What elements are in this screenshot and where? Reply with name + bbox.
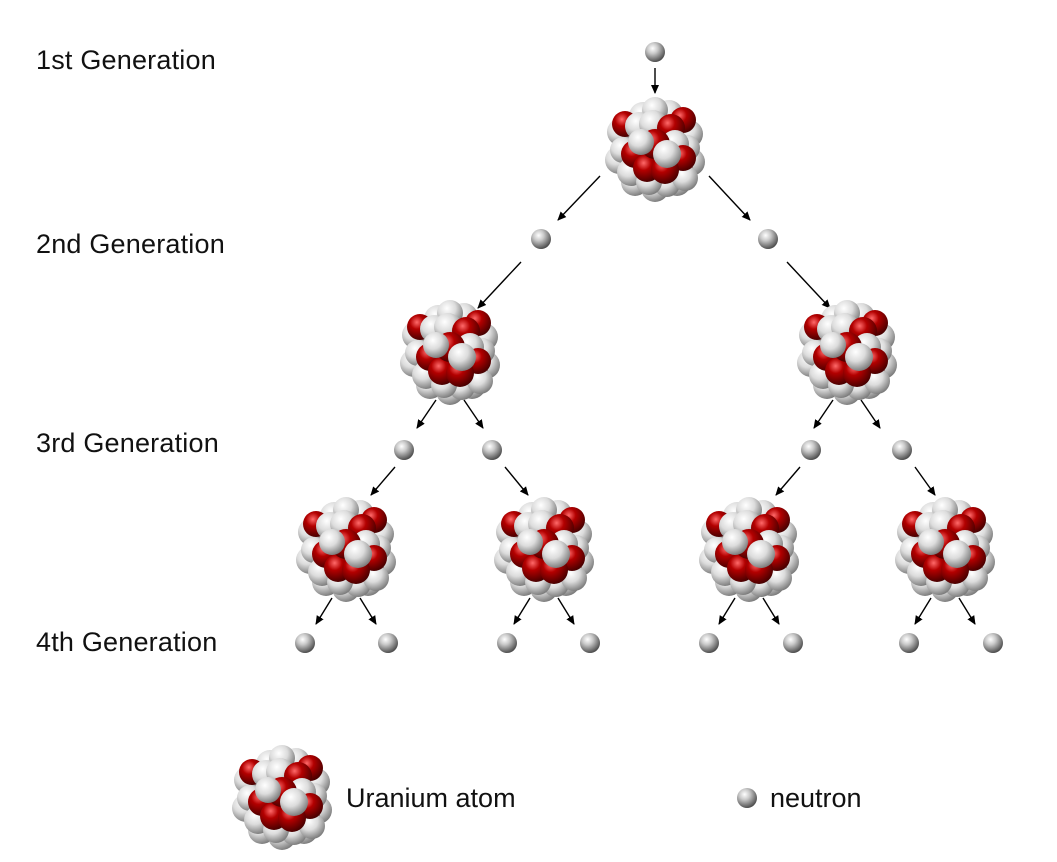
- legend-atom-icon: [232, 745, 332, 850]
- neutron-gen4-2: [378, 633, 398, 653]
- arrow-gen3-atom4-left: [914, 597, 932, 625]
- neutron-sphere: [918, 529, 944, 555]
- neutron-sphere: [448, 343, 476, 371]
- neutron-gen3-3: [801, 440, 821, 460]
- arrow-gen2-atom1-left: [416, 399, 437, 429]
- uranium-atom-gen3-3: [699, 497, 799, 602]
- neutron-sphere: [747, 540, 775, 568]
- neutron-gen2-left: [531, 229, 551, 249]
- neutron-sphere: [517, 529, 543, 555]
- arrow-gen3-1: [370, 466, 396, 496]
- arrow-gen3-atom2-right: [557, 597, 575, 625]
- neutron-gen4-8: [983, 633, 1003, 653]
- neutron-gen3-2: [482, 440, 502, 460]
- neutron-gen2-right: [758, 229, 778, 249]
- neutron-gen4-6: [783, 633, 803, 653]
- generation-label-3: 3rd Generation: [36, 428, 219, 458]
- neutron-sphere: [423, 332, 449, 358]
- uranium-atom-gen3-2: [494, 497, 594, 602]
- uranium-atom-gen2-right: [797, 300, 897, 405]
- legend-neutron-icon: [737, 788, 757, 808]
- generation-label-2: 2nd Generation: [36, 229, 225, 259]
- uranium-atom-gen3-1: [296, 497, 396, 602]
- neutron-gen4-4: [580, 633, 600, 653]
- legend-atom-label: Uranium atom: [346, 783, 516, 813]
- generation-label-4: 4th Generation: [36, 627, 218, 657]
- uranium-atom-gen1: [605, 97, 705, 202]
- arrow-gen3-3: [775, 466, 801, 496]
- neutron-gen4-7: [899, 633, 919, 653]
- arrow-gen3-atom2-left: [513, 597, 531, 625]
- arrow-gen2-left: [477, 261, 522, 309]
- arrow-gen2-right: [786, 261, 831, 309]
- neutron-gen3-1: [394, 440, 414, 460]
- arrow-gen3-atom4-right: [958, 597, 976, 625]
- arrow-gen1-right: [708, 175, 751, 221]
- arrow-gen3-atom3-left: [718, 597, 736, 625]
- arrow-gen2-atom2-left: [813, 399, 834, 429]
- neutron-gen3-4: [892, 440, 912, 460]
- neutron-sphere: [542, 540, 570, 568]
- neutron-gen4-5: [699, 633, 719, 653]
- uranium-atom-gen2-left: [400, 300, 500, 405]
- neutron-sphere: [722, 529, 748, 555]
- neutron-sphere: [845, 343, 873, 371]
- arrows-layer: [315, 68, 976, 625]
- arrow-gen3-atom1-right: [359, 597, 377, 625]
- generation-label-1: 1st Generation: [36, 45, 216, 75]
- neutron-sphere: [943, 540, 971, 568]
- neutron-gen4-1: [295, 633, 315, 653]
- neutron-gen1: [645, 42, 665, 62]
- atoms-layer: [232, 97, 995, 850]
- arrow-gen3-2: [504, 466, 529, 496]
- neutron-gen4-3: [497, 633, 517, 653]
- neutron-sphere: [820, 332, 846, 358]
- legend-neutron-label: neutron: [770, 783, 862, 813]
- arrow-gen3-4: [914, 466, 936, 496]
- neutron-sphere: [344, 540, 372, 568]
- arrow-gen2-atom2-right: [860, 399, 881, 429]
- neutron-sphere: [653, 140, 681, 168]
- neutron-sphere: [255, 777, 281, 803]
- neutron-sphere: [319, 529, 345, 555]
- neutron-sphere: [628, 129, 654, 155]
- arrow-gen3-atom3-right: [762, 597, 780, 625]
- arrow-gen1-left: [557, 175, 601, 221]
- neutron-sphere: [280, 788, 308, 816]
- neutrons-layer: [295, 42, 1003, 653]
- arrow-gen2-atom1-right: [463, 399, 484, 429]
- arrow-gen3-atom1-left: [315, 597, 333, 625]
- uranium-atom-gen3-4: [895, 497, 995, 602]
